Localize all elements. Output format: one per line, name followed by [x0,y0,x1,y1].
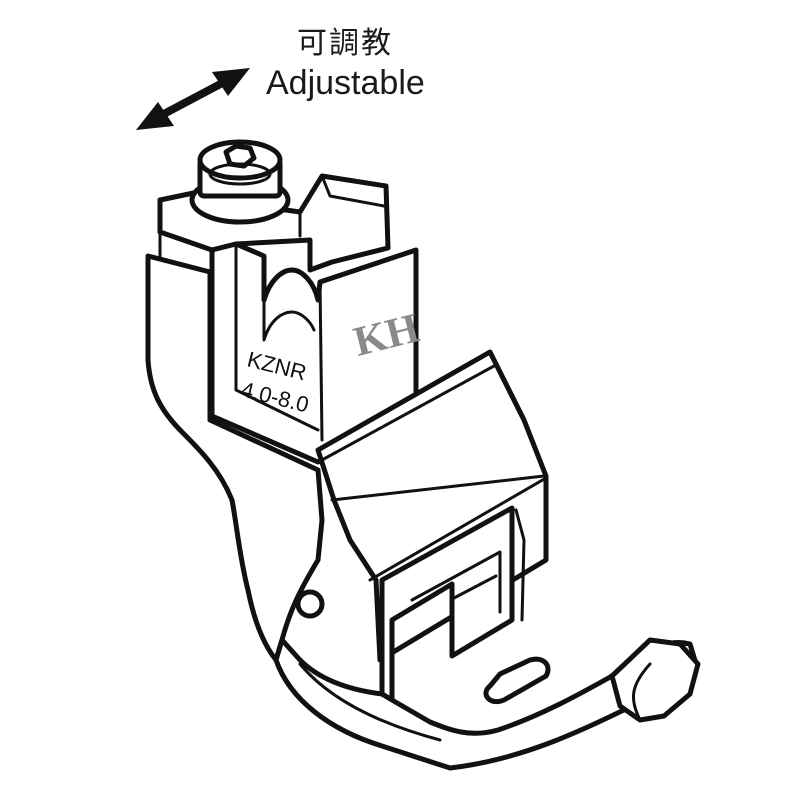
needle-slot [483,656,551,704]
sole-plate [273,637,699,771]
adjustable-label-chinese: 可調教 [297,26,393,61]
mounting-hole [295,589,325,619]
hex-socket-screw-icon [189,139,291,225]
toe-lip [609,637,701,723]
double-headed-arrow-icon [136,68,250,130]
shank-body [145,253,325,663]
adjustable-label-english: Adjustable [266,64,425,102]
front-marking-plate: KZNR 4.0-8.0 KH [209,241,424,465]
